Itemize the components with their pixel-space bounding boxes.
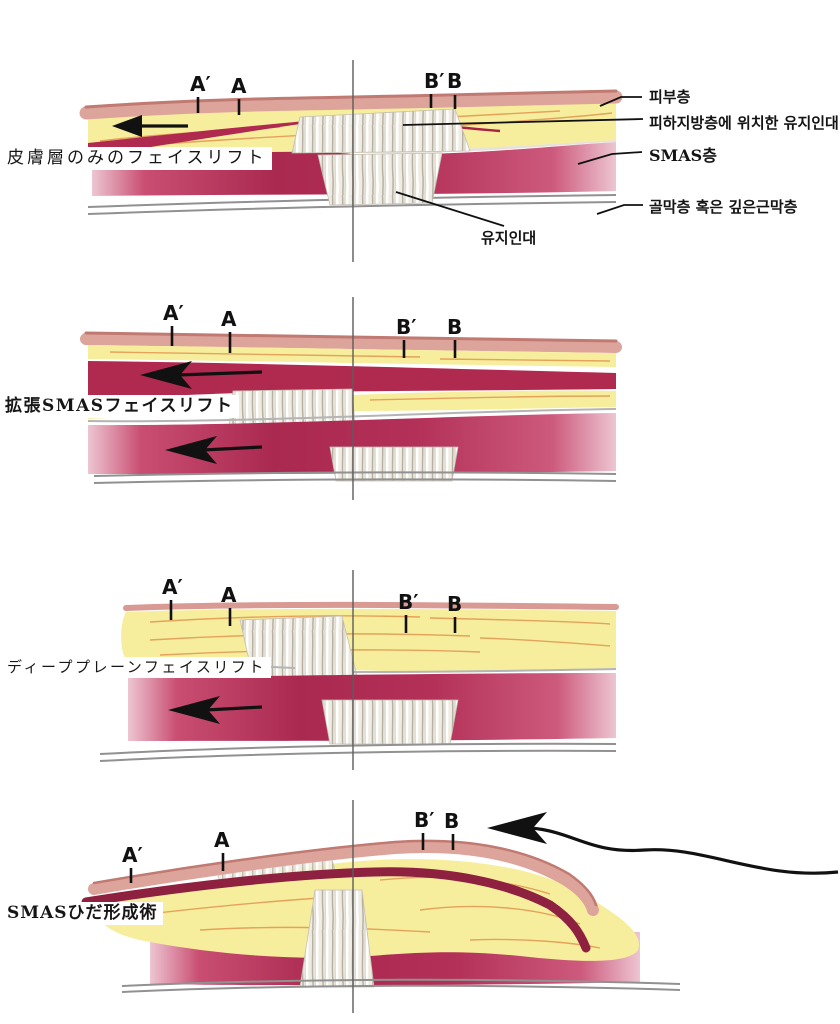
anatomy-cross-section [81, 839, 681, 993]
panel-title-smas-plication: SMASひだ形成術 [2, 902, 163, 926]
skin-layer [80, 333, 622, 353]
reference-markers: A′ A B′ B [162, 575, 462, 633]
panel-title-skin-only-facelift: 皮膚層のみのフェイスリフト [2, 147, 272, 171]
panel-smas-plication: A′ A B′ B [81, 800, 839, 1013]
layer-label-subcutaneous-ligament: 피하지방층에 위치한 유지인대 [649, 114, 839, 132]
marker-a-prime: A′ [190, 72, 211, 96]
panel-deep-plane-facelift: A′ A B′ B [99, 570, 619, 770]
panel-title-extended-smas-facelift: 拡張SMASフェイスリフト [0, 395, 239, 419]
label-retaining-ligament: 유지인대 [481, 229, 537, 247]
skin-surface-line [123, 601, 619, 611]
marker-b-prime: B′ [398, 590, 419, 614]
periosteum-lines [99, 742, 617, 762]
marker-b-prime: B′ [396, 315, 417, 339]
marker-a: A [231, 74, 247, 98]
lift-direction-arrow [168, 696, 263, 724]
skin-surface-line [92, 839, 598, 907]
reference-markers: A′ A B′ B [163, 301, 462, 358]
marker-b-prime: B′ [414, 808, 435, 832]
retaining-ligament-fibers-upper [291, 108, 471, 154]
marker-b: B [447, 315, 462, 339]
panel-title-deep-plane-facelift: ディーププレーンフェイスリフト [2, 657, 271, 678]
marker-a: A [221, 307, 237, 331]
marker-a: A [221, 583, 237, 607]
anatomy-cross-section [79, 89, 623, 215]
retaining-ligament-fibers-deep [321, 699, 459, 745]
layer-label-skin: 피부층 [649, 88, 691, 106]
layer-label-smas: SMAS층 [649, 146, 717, 165]
dissection-space [88, 361, 616, 399]
reference-markers: A′ A B′ B [122, 808, 459, 883]
marker-a-prime: A′ [122, 843, 143, 867]
periosteum-lines [93, 471, 617, 484]
lift-direction-arrow-lower [165, 436, 263, 464]
marker-b-prime: B′ [424, 69, 445, 93]
marker-b: B [447, 592, 462, 616]
anatomy-cross-section [99, 601, 619, 762]
marker-a-prime: A′ [162, 575, 183, 599]
marker-a: A [214, 828, 230, 852]
leader-lines [395, 96, 644, 227]
retaining-ligament-column [299, 889, 375, 988]
skin-layer [88, 840, 599, 916]
lift-direction-arrow-curved [487, 812, 839, 875]
skin-surface-line [84, 331, 618, 343]
smas-underside-line [87, 408, 617, 423]
lift-direction-arrow [112, 115, 188, 137]
plicated-smas-fold [81, 867, 591, 953]
lift-direction-arrow-upper [140, 361, 263, 389]
panel-skin-only-facelift: A′ A B′ B [79, 60, 644, 262]
layer-label-periosteum: 골막층 혹은 깊은근막층 [649, 198, 798, 216]
periosteum-lines [121, 978, 681, 993]
retaining-ligament-fibers-deep [329, 446, 459, 482]
marker-b: B [447, 69, 462, 93]
muscle-layer [88, 413, 616, 474]
reference-markers: A′ A B′ B [190, 69, 462, 115]
marker-a-prime: A′ [163, 301, 184, 325]
marker-b: B [444, 809, 459, 833]
retaining-ligament-fibers-lower [317, 152, 443, 206]
